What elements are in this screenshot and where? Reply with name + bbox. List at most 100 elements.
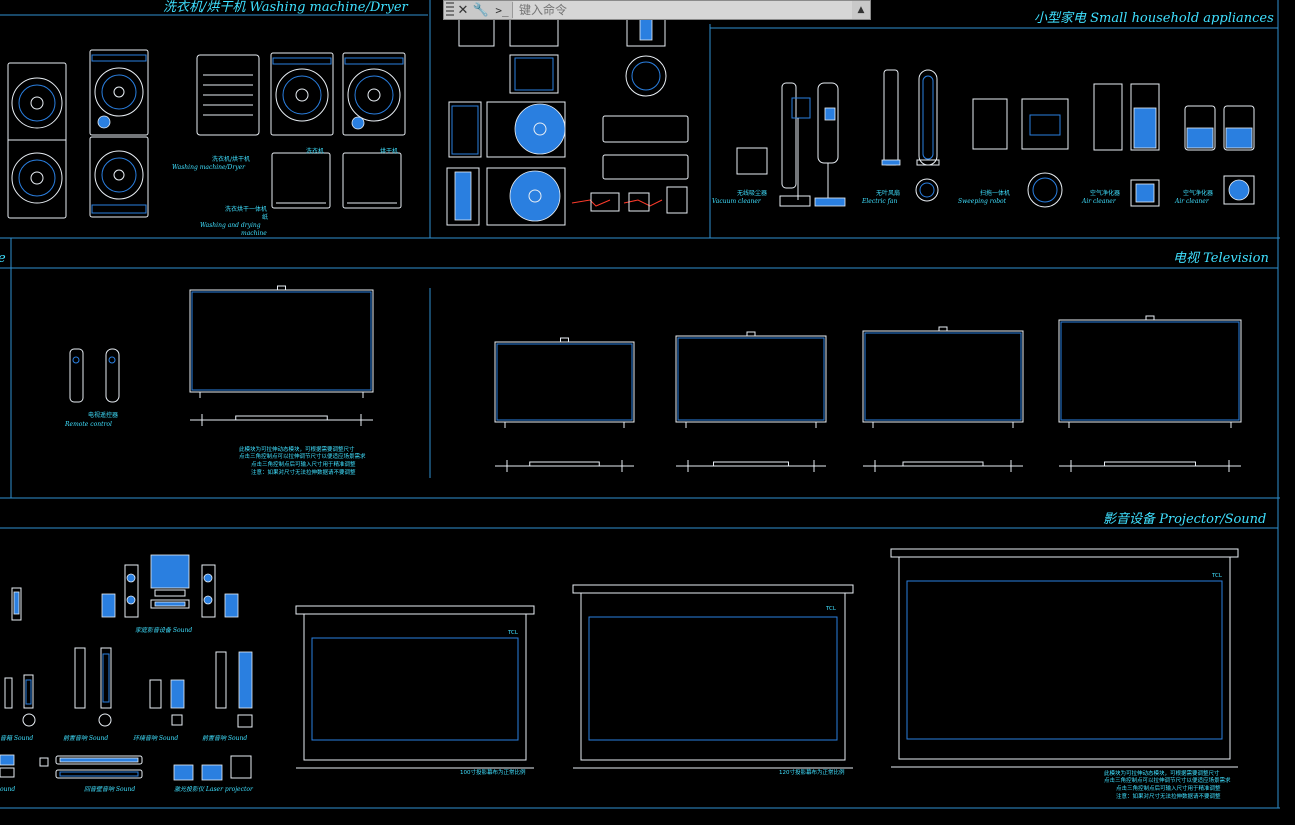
screen-viewing-area xyxy=(311,637,519,741)
screen-fabric xyxy=(580,592,846,761)
projector-note-3: 点击三角控制点后可输入尺寸用于精准调整 xyxy=(1116,784,1221,792)
projector-screen-3: TCL xyxy=(890,548,1239,768)
tv-screen xyxy=(675,335,827,423)
soundbar-laser-row[interactable] xyxy=(0,754,252,781)
left-section-title-fragment: e xyxy=(0,251,6,266)
screen-fabric xyxy=(898,556,1231,760)
projector-section-title: 影音设备 Projector/Sound xyxy=(1103,511,1266,527)
speakers-row[interactable] xyxy=(4,647,253,728)
combo-caption-cn-1: 洗衣烘干一体机 xyxy=(225,205,267,213)
screen-viewing-area xyxy=(906,580,1223,740)
projector-screen-1: TCL xyxy=(295,605,535,769)
tv-panel xyxy=(496,343,633,421)
tv-section-title: 电视 Television xyxy=(1173,251,1269,266)
soundbar-caption: 回音壁音响 Sound xyxy=(84,785,135,793)
sound-caption-1: 音箱 Sound xyxy=(0,734,33,742)
remote-caption-en: Remote control xyxy=(64,421,112,428)
ac-units[interactable] xyxy=(446,0,689,226)
projector-note-1: 此模块为可拉伸动态模块，可根据需要调整尺寸 xyxy=(1104,769,1220,777)
triangle-up-icon[interactable]: ▲ xyxy=(857,5,865,15)
screen-logo: TCL xyxy=(1211,573,1223,579)
washer-dryer-stack[interactable] xyxy=(89,49,149,218)
tv-panel xyxy=(191,291,372,391)
screen-logo: TCL xyxy=(507,630,519,636)
tv-panel xyxy=(864,332,1022,421)
air-cleaners[interactable] xyxy=(1093,83,1255,207)
tv-camera xyxy=(746,331,756,337)
tv-screen xyxy=(189,289,374,393)
tv-top-view-body xyxy=(1104,461,1196,467)
wrench-icon[interactable]: 🔧 xyxy=(472,2,490,18)
combo-caption-en-2: machine xyxy=(241,230,267,237)
tv-3 xyxy=(675,331,827,472)
screen-casing xyxy=(572,584,854,594)
tv-5 xyxy=(1058,315,1242,472)
tv-models[interactable] xyxy=(189,285,1242,472)
washer-section-title: 洗衣机/烘干机 Washing machine/Dryer xyxy=(163,0,409,15)
laser-projector-caption: 激光投影仪 Laser projector xyxy=(174,785,254,793)
fan-caption-cn: 无叶风扇 xyxy=(876,189,900,197)
tv-screen xyxy=(862,330,1024,423)
washer-front-right[interactable] xyxy=(342,52,406,136)
washer-front-medium[interactable] xyxy=(270,52,334,136)
washer-top-views[interactable] xyxy=(271,152,402,209)
tv-4 xyxy=(862,326,1024,472)
close-icon[interactable]: ✕ xyxy=(457,2,469,18)
washer-front-large[interactable] xyxy=(7,62,67,219)
command-input[interactable] xyxy=(513,1,852,19)
projector-screen-2: TCL xyxy=(572,584,854,769)
sound-caption-2: 前置音响 Sound xyxy=(63,734,108,742)
home-sound-caption: 家庭影音设备 Sound xyxy=(135,626,192,634)
robot-caption-en: Sweeping robot xyxy=(958,198,1007,205)
projector-note-4: 注意：如果对尺寸无法拉伸数据请不要调整 xyxy=(1116,792,1221,800)
vacuum-cleaners[interactable] xyxy=(736,82,846,207)
screen-viewing-area xyxy=(588,616,838,741)
screen-logo: TCL xyxy=(825,606,837,612)
tv-screen xyxy=(1058,319,1242,423)
tv-panel xyxy=(1060,321,1240,421)
tv-top-view-body xyxy=(235,415,328,421)
projector-screens[interactable]: TCL TCL TCL xyxy=(295,548,1239,769)
tv-1 xyxy=(189,285,374,426)
washer-dryer-caption-cn: 洗衣机/烘干机 xyxy=(212,155,250,163)
panel-frames xyxy=(0,0,1280,809)
small-appliance-section-title: 小型家电 Small household appliances xyxy=(1034,10,1274,26)
tv-camera xyxy=(938,326,948,332)
combo-caption-en-1: Washing and drying xyxy=(200,222,261,229)
air-cleaner-1-caption-cn: 空气净化器 xyxy=(1090,189,1120,197)
tv-note-3: 点击三角控制点后可输入尺寸用于精准调整 xyxy=(251,460,356,468)
air-cleaner-2-caption-cn: 空气净化器 xyxy=(1183,189,1213,197)
combo-caption-cn-2: 纸 xyxy=(262,213,268,221)
sweeping-robots[interactable] xyxy=(972,98,1069,208)
tv-top-view-body xyxy=(529,461,600,467)
fan-caption-en: Electric fan xyxy=(861,198,897,205)
tv-camera xyxy=(277,285,286,291)
screen-fabric xyxy=(303,613,527,761)
remote-caption-cn: 电视遥控器 xyxy=(88,411,118,419)
tv-2 xyxy=(494,337,635,472)
dryer-side-view[interactable] xyxy=(196,54,260,136)
command-line-bar[interactable]: ✕ 🔧 >_ ▲ xyxy=(443,0,871,20)
tv-note-4: 注意：如果对尺寸无法拉伸数据请不要调整 xyxy=(251,468,356,476)
screen-2-caption: 120寸投影幕布为正常比例 xyxy=(779,768,845,776)
tv-screen xyxy=(494,341,635,423)
air-cleaner-2-caption-en: Air cleaner xyxy=(1174,198,1210,205)
tv-note-1: 此模块为可拉伸动态模块，可根据需要调整尺寸 xyxy=(239,445,355,453)
screen-1-caption: 100寸投影幕布为正常比例 xyxy=(460,768,526,776)
tv-top-view-body xyxy=(713,461,789,467)
sound-caption-4: 前置音响 Sound xyxy=(202,734,247,742)
remote-controls[interactable] xyxy=(69,348,120,403)
drag-handle[interactable] xyxy=(446,2,454,18)
robot-caption-cn: 扫拖一体机 xyxy=(980,189,1010,197)
washer-label: 洗衣机 xyxy=(306,147,324,155)
tv-panel xyxy=(677,337,825,421)
command-prompt-icon[interactable]: >_ xyxy=(492,2,513,18)
home-theater-set[interactable] xyxy=(11,554,239,621)
tv-top-view-body xyxy=(902,461,984,467)
tv-camera xyxy=(560,337,569,343)
screen-casing xyxy=(890,548,1239,558)
sound-caption-5: ound xyxy=(0,786,15,793)
tv-camera xyxy=(1145,315,1155,321)
bladeless-fans[interactable] xyxy=(881,69,940,202)
